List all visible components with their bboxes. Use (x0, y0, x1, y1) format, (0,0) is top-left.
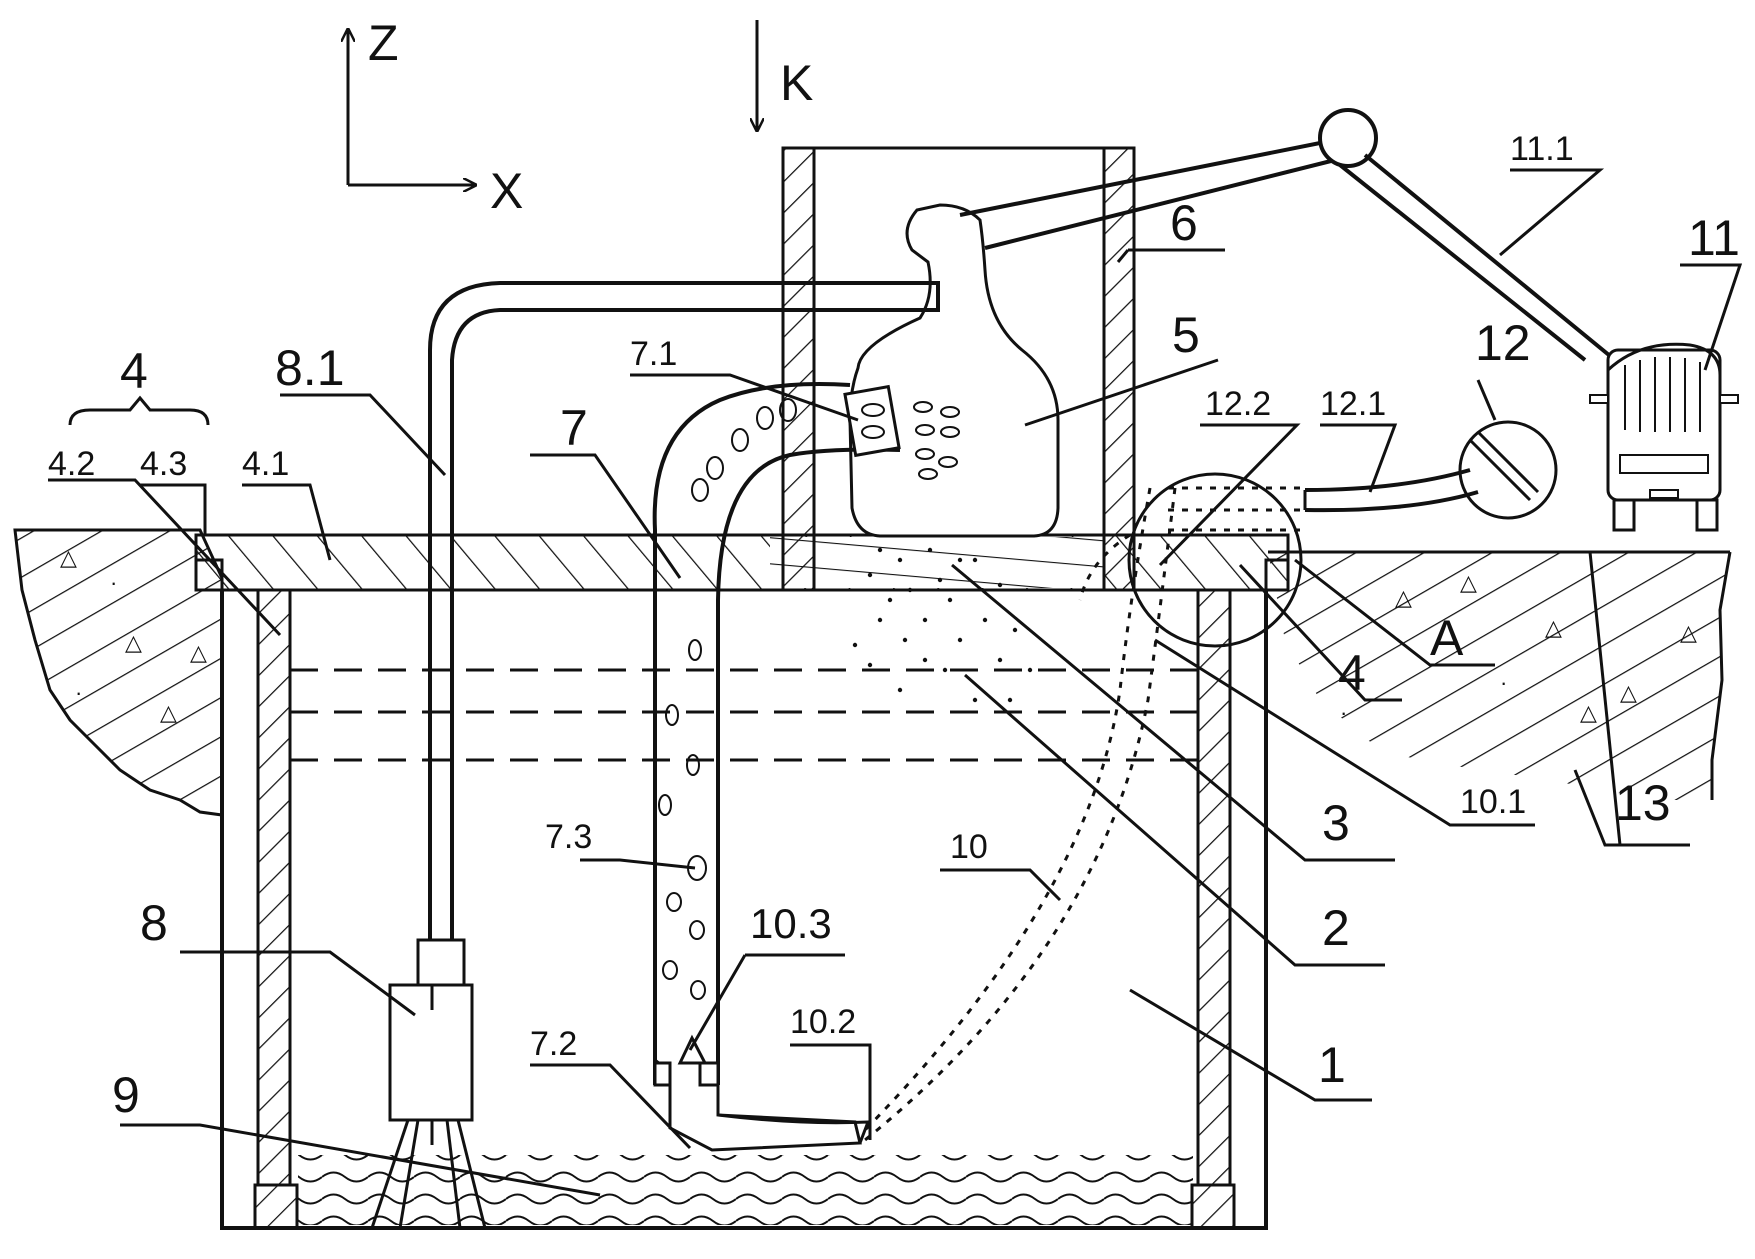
svg-text:△: △ (125, 630, 142, 655)
label-7-1: 7.1 (630, 335, 677, 373)
water-bottom (298, 1155, 1193, 1225)
svg-text:△: △ (60, 545, 77, 570)
ground-right: △ △ △ △ △ · · · △ (1268, 550, 1732, 846)
detail-circle-a (1127, 472, 1303, 648)
label-4-right: 4 (1338, 645, 1366, 701)
label-7-3: 7.3 (545, 818, 592, 856)
label-10-2: 10.2 (790, 1003, 856, 1041)
view-k-arrow: K (757, 20, 813, 130)
view-k-label: K (780, 55, 813, 111)
axis-indicator: Z X (348, 15, 523, 219)
label-4-group: 4 (120, 343, 148, 399)
svg-text:△: △ (1680, 620, 1697, 645)
x-axis-label: X (490, 163, 523, 219)
airlift-pipe (652, 382, 960, 1152)
label-10: 10 (950, 828, 988, 866)
svg-text:·: · (110, 570, 117, 595)
label-11-1: 11.1 (1510, 130, 1574, 168)
svg-text:·: · (1440, 630, 1447, 655)
svg-text:△: △ (1460, 570, 1477, 595)
excavator-vehicle (1589, 342, 1739, 532)
label-8: 8 (140, 895, 168, 951)
svg-text:△: △ (1580, 700, 1597, 725)
svg-text:△: △ (1545, 615, 1562, 640)
label-3: 3 (1322, 795, 1350, 851)
label-4-3: 4.3 (140, 445, 187, 483)
label-7-2: 7.2 (530, 1025, 577, 1063)
svg-text:△: △ (190, 640, 207, 665)
label-7: 7 (560, 400, 588, 456)
label-13: 13 (1615, 775, 1671, 831)
water-levels (290, 668, 1198, 762)
ground-left: △ △ △ · △ · (13, 528, 224, 817)
label-11: 11 (1688, 210, 1740, 266)
label-5: 5 (1172, 307, 1200, 363)
svg-text:·: · (1340, 700, 1347, 725)
svg-text:·: · (75, 680, 82, 705)
svg-text:△: △ (1395, 585, 1412, 610)
svg-text:△: △ (160, 700, 177, 725)
label-10-3: 10.3 (750, 900, 832, 947)
leader-lines (48, 168, 1743, 1197)
sediment-spray (852, 547, 1033, 703)
label-10-1: 10.1 (1460, 783, 1526, 821)
air-hose (863, 487, 1177, 1142)
svg-text:△: △ (1620, 680, 1637, 705)
label-12-2: 12.2 (1205, 385, 1271, 423)
label-1: 1 (1318, 1037, 1346, 1093)
label-12: 12 (1475, 315, 1531, 371)
label-12-1: 12.1 (1320, 385, 1386, 423)
label-a: A (1430, 610, 1464, 666)
label-8-1: 8.1 (275, 340, 345, 396)
z-axis-label: Z (368, 15, 399, 71)
svg-text:·: · (1500, 670, 1507, 695)
label-4-1: 4.1 (242, 445, 289, 483)
grab-bucket (848, 108, 1617, 538)
label-9: 9 (112, 1067, 140, 1123)
label-6: 6 (1170, 195, 1198, 251)
label-4-2: 4.2 (48, 445, 95, 483)
casing-tube (781, 146, 1136, 592)
well-shaft (196, 588, 1288, 1230)
callout-labels: 4 4.2 4.3 4.1 8.1 7.1 7 6 5 12.2 12.1 12… (48, 130, 1740, 1123)
compressor (1168, 420, 1558, 532)
label-2: 2 (1322, 900, 1350, 956)
